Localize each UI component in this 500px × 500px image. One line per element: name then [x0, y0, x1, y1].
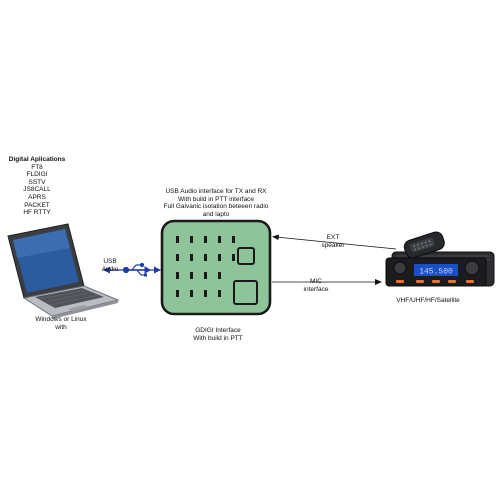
radio-caption: VHF/UHF/HF/Satellite [376, 297, 480, 305]
ext-speaker-label: EXT speaker [318, 234, 348, 249]
usb-audio-label: USB Audio [98, 258, 122, 273]
radio-display-text: 145.500 [419, 268, 453, 277]
digital-applications-heading: Digital Aplications [8, 156, 66, 163]
interface-caption: GDIGI Interface With build in PTT [178, 327, 258, 342]
app-item: HF RTTY [23, 209, 51, 217]
ext-label-line: speaker [321, 241, 345, 249]
laptop-caption-line: Windows or Linux [35, 316, 87, 323]
mic-label-line: MIC [310, 278, 322, 285]
usb-label-line: Audio [101, 265, 119, 273]
mic-interface-label: MIC interface [300, 278, 332, 293]
radio-microphone [403, 231, 445, 259]
interface-box [160, 219, 272, 316]
app-item: FT8 [31, 163, 43, 171]
ext-speaker-arrow [272, 234, 397, 250]
interface-desc-line: USB Audio interface for TX and RX [165, 188, 267, 195]
app-item: APRS [28, 193, 46, 201]
radio-caption-text: VHF/UHF/HF/Satellite [396, 297, 460, 304]
interface-desc-line: With build in PTT interface [177, 195, 255, 203]
mic-port [233, 280, 258, 305]
ext-speaker-port [237, 247, 255, 265]
laptop-caption-line: with [55, 323, 67, 331]
usb-label-line: USB [103, 258, 117, 265]
app-item: FLDIGI [26, 171, 48, 179]
mobile-radio-icon: 145.500 [385, 231, 495, 287]
laptop-icon [7, 223, 120, 319]
usb-icon [122, 262, 151, 277]
digital-applications-list: Digital Aplications FT8 FLDIGI SSTV JS8C… [0, 156, 74, 217]
interface-desc-line: Full Galvanic isolation beteeen radio [163, 203, 269, 211]
app-item: JS8CALL [23, 186, 51, 194]
mic-interface-arrow [272, 279, 382, 285]
interface-description: USB Audio interface for TX and RX With b… [158, 188, 274, 218]
interface-desc-line: and lapto [202, 210, 230, 218]
ext-label-line: EXT [326, 234, 340, 241]
interface-pin-grid [176, 236, 235, 297]
interface-caption-line: With build in PTT [193, 334, 243, 342]
mic-label-line: interface [303, 285, 329, 293]
interface-caption-line: GDIGI Interface [195, 327, 241, 334]
app-item: SSTV [28, 178, 46, 186]
app-item: PACKET [24, 201, 50, 209]
laptop-caption: Windows or Linux with [26, 316, 96, 331]
